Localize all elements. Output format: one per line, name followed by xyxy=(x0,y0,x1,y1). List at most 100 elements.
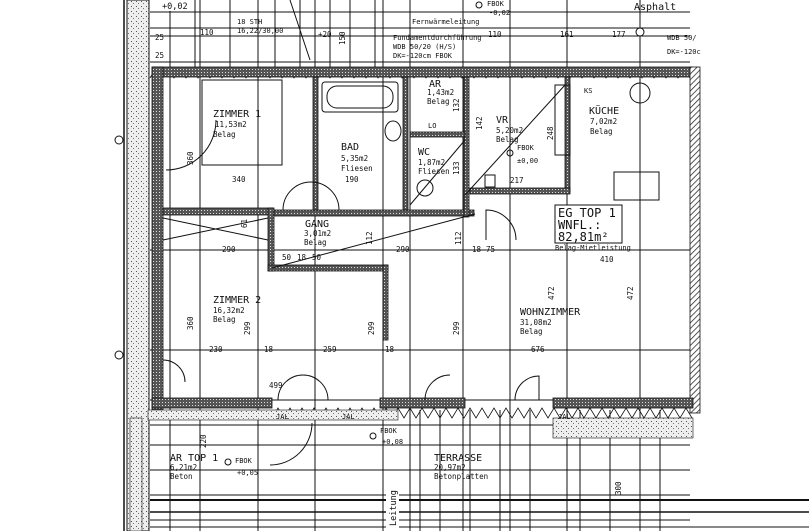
dimension-label: 132 xyxy=(452,98,461,112)
dimension-label: 499 xyxy=(269,381,283,390)
dimension-label: 220 xyxy=(199,434,208,448)
doors xyxy=(162,119,540,466)
svg-text:1,87m2: 1,87m2 xyxy=(418,158,445,167)
svg-text:JAL: JAL xyxy=(342,413,355,421)
dimension-label: 161 xyxy=(560,30,574,39)
svg-text:KS: KS xyxy=(584,87,592,95)
svg-text:6,21m2: 6,21m2 xyxy=(170,463,197,472)
grid-lines xyxy=(150,0,809,531)
dimension-label: 110 xyxy=(488,30,502,39)
room-gang: GANG 3,01m2 Belag xyxy=(304,219,331,247)
top-level-label: +0,02 xyxy=(162,2,188,12)
svg-text:Belag: Belag xyxy=(213,315,236,324)
dimension-label: 299 xyxy=(243,321,252,335)
room-ar-top-1: AR TOP 1 6,21m2 Beton xyxy=(170,453,218,481)
fixtures xyxy=(201,79,660,201)
svg-text:7,02m2: 7,02m2 xyxy=(590,117,617,126)
svg-text:BAD: BAD xyxy=(341,142,359,153)
bathtub-icon xyxy=(321,81,399,113)
svg-text:JAL: JAL xyxy=(558,413,571,421)
svg-text:+0,08: +0,08 xyxy=(382,438,403,446)
svg-text:Fliesen: Fliesen xyxy=(341,164,373,173)
unit-label-box xyxy=(554,204,623,244)
svg-text:20,97m2: 20,97m2 xyxy=(434,463,466,472)
svg-text:Asphalt: Asphalt xyxy=(634,2,676,13)
svg-text:Belag: Belag xyxy=(496,135,519,144)
svg-text:Belag: Belag xyxy=(304,238,327,247)
dimension-label: 300 xyxy=(614,481,623,495)
room-bad: BAD 5,35m2 Fliesen xyxy=(341,142,373,173)
dimension-label: 133 xyxy=(452,161,461,175)
dimension-label: 248 xyxy=(546,126,555,140)
dimension-label: 290 xyxy=(396,245,410,254)
dimension-label: 18 xyxy=(385,345,395,354)
room-wc: WC 1,87m2 Fliesen xyxy=(418,147,450,176)
svg-text:ZIMMER 2: ZIMMER 2 xyxy=(213,295,261,306)
room-kueche: KÜCHE 7,02m2 Belag xyxy=(589,104,619,136)
dimension-label: 360 xyxy=(186,151,195,165)
dimension-label: +20 xyxy=(318,30,332,39)
left-insulation xyxy=(126,0,150,531)
dimension-label: 472 xyxy=(547,286,556,300)
dimension-label: 18 xyxy=(264,345,274,354)
walls xyxy=(151,66,701,414)
dimension-label: 299 xyxy=(367,321,376,335)
svg-text:18 STH: 18 STH xyxy=(237,18,262,26)
svg-text:+0,05: +0,05 xyxy=(237,469,258,477)
svg-text:ZIMMER 1: ZIMMER 1 xyxy=(213,109,261,120)
svg-text:Betonplatten: Betonplatten xyxy=(434,472,488,481)
dimension-label: 472 xyxy=(626,286,635,300)
svg-text:Belag: Belag xyxy=(590,127,613,136)
svg-text:Fundamentdurchführung: Fundamentdurchführung xyxy=(393,34,482,42)
svg-text:Belag: Belag xyxy=(427,97,450,106)
svg-text:FBOK: FBOK xyxy=(235,457,253,465)
svg-text:3,01m2: 3,01m2 xyxy=(304,229,331,238)
svg-text:Belag: Belag xyxy=(520,327,543,336)
svg-text:-0,02: -0,02 xyxy=(489,9,510,17)
dimension-label: 150 xyxy=(338,31,347,45)
dimension-label: 290 xyxy=(222,245,236,254)
svg-text:5,35m2: 5,35m2 xyxy=(341,154,368,163)
stove-icon xyxy=(629,82,651,104)
svg-text:±0,00: ±0,00 xyxy=(517,157,538,165)
dimension-label: 50 xyxy=(282,253,292,262)
svg-text:VR: VR xyxy=(496,115,509,126)
dimension-label: 18 xyxy=(472,245,482,254)
unit-title: EG TOP 1 xyxy=(558,206,616,220)
svg-text:WOHNZIMMER: WOHNZIMMER xyxy=(520,307,581,318)
svg-text:WDB 50/20 (H/S): WDB 50/20 (H/S) xyxy=(393,43,456,51)
svg-text:FBOK: FBOK xyxy=(487,0,505,8)
dimension-label: 110 xyxy=(200,28,214,37)
dimension-label: 18 xyxy=(297,253,307,262)
dimension-label: 75 xyxy=(486,245,495,254)
svg-text:TERRASSE: TERRASSE xyxy=(434,453,482,464)
svg-text:11,53m2: 11,53m2 xyxy=(215,120,247,129)
dimension-label: 112 xyxy=(454,231,463,245)
dimension-label: 142 xyxy=(475,116,484,130)
room-wohnzimmer: WOHNZIMMER 31,08m2 Belag xyxy=(520,307,581,336)
unit-area: 82,81m² xyxy=(558,230,609,244)
axis-marker xyxy=(114,135,124,145)
dimension-label: 676 xyxy=(531,345,545,354)
svg-text:1,43m2: 1,43m2 xyxy=(427,88,454,97)
svg-text:LO: LO xyxy=(428,122,436,130)
dimension-label: 230 xyxy=(209,345,223,354)
dimension-label: 25 xyxy=(155,51,164,60)
level-markers: FBOK-0,02 FBOK±0,00 FBOK+0,08 FBOK+0,05 xyxy=(224,0,538,477)
axis-marker xyxy=(635,27,645,37)
svg-text:31,08m2: 31,08m2 xyxy=(520,318,552,327)
dimension-label: 410 xyxy=(600,255,614,264)
unit-note: Belag-Mietleistung xyxy=(555,244,631,252)
dimension-label: 61 xyxy=(240,219,249,228)
dimension-label: 177 xyxy=(612,30,626,39)
svg-text:DK=-120cm FBOK: DK=-120cm FBOK xyxy=(393,52,453,60)
svg-text:WDB 50/: WDB 50/ xyxy=(667,34,697,42)
dimension-label: 340 xyxy=(232,175,246,184)
svg-text:JAL: JAL xyxy=(276,413,289,421)
svg-text:FBOK: FBOK xyxy=(517,144,535,152)
svg-text:FBOK: FBOK xyxy=(380,427,398,435)
dimension-label: 217 xyxy=(510,176,524,185)
room-zimmer-1: ZIMMER 1 11,53m2 Belag xyxy=(213,109,261,139)
dimension-label: 112 xyxy=(365,231,374,245)
